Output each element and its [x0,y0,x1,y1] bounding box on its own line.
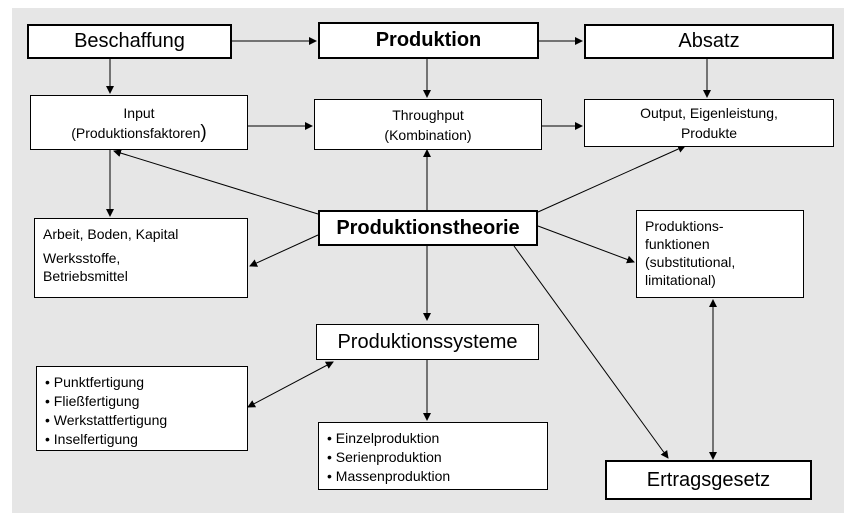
node-throughput-line2: (Kombination) [384,126,472,143]
node-output-line1: Output, Eigenleistung, [640,105,778,121]
node-produktionstheorie: Produktionstheorie [318,210,538,246]
node-ertragsgesetz-label: Ertragsgesetz [646,468,771,491]
list-item: Punktfertigung [45,373,239,392]
node-input-line2: (Produktionsfaktoren [71,124,201,141]
node-produktionssysteme-label: Produktionssysteme [337,330,518,353]
list-item: Werkstattfertigung [45,411,239,430]
node-funktionen: Produktions- funktionen (substitutional,… [636,210,804,298]
list-item: Serienproduktion [327,448,539,467]
list-item: Einzelproduktion [327,429,539,448]
node-beschaffung-label: Beschaffung [74,30,185,52]
node-absatz-label: Absatz [678,30,740,52]
list-item: Massenproduktion [327,467,539,486]
node-produktionstheorie-label: Produktionstheorie [336,216,520,239]
node-faktoren-line2: Werksstoffe, [43,250,121,266]
node-funktionen-line1: Produktions- [645,218,724,234]
node-produktion: Produktion [318,22,539,59]
node-input-line1: Input [123,104,155,121]
node-funktionen-line3: (substitutional, [645,254,736,270]
node-produktion-label: Produktion [375,29,482,51]
arrow-theorie-output [537,145,686,213]
arrow-theorie-funktionen [537,225,635,264]
node-faktoren: Arbeit, Boden, Kapital Werksstoffe, Betr… [34,218,248,298]
node-throughput: Throughput (Kombination) [314,99,542,150]
node-throughput-line1: Throughput [392,106,464,123]
node-faktoren-line1: Arbeit, Boden, Kapital [43,226,179,242]
list-item: Fließfertigung [45,392,239,411]
node-ertragsgesetz: Ertragsgesetz [605,460,812,500]
arrow-systeme-fertigung [247,361,334,408]
node-produktionssysteme: Produktionssysteme [316,324,539,360]
node-input: Input (Produktionsfaktoren) [30,95,248,150]
node-output: Output, Eigenleistung, Produkte [584,99,834,147]
arrow-theorie-input [113,149,319,215]
node-output-line2: Produkte [680,125,738,141]
node-beschaffung: Beschaffung [27,24,232,59]
arrow-theorie-ertragsgesetz [513,245,669,459]
arrow-theorie-faktoren [249,234,319,267]
node-fertigung: Punktfertigung Fließfertigung Werkstattf… [36,366,248,451]
fertigung-list: Punktfertigung Fließfertigung Werkstattf… [45,373,239,449]
node-funktionen-line2: funktionen [645,236,710,252]
node-produktion-typen: Einzelproduktion Serienproduktion Massen… [318,422,548,490]
node-faktoren-line3: Betriebsmittel [43,268,128,284]
node-input-line2-wrap: (Produktionsfaktoren) [71,121,207,143]
list-item: Inselfertigung [45,430,239,449]
produktion-typen-list: Einzelproduktion Serienproduktion Massen… [327,429,539,486]
node-funktionen-line4: limitational) [645,272,716,288]
node-absatz: Absatz [584,24,834,59]
node-input-paren: ) [200,121,207,143]
